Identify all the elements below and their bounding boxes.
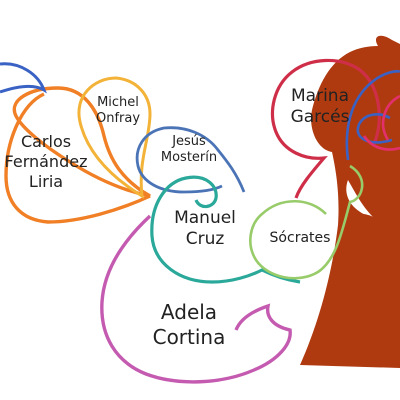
label-socrates: Sócrates <box>262 230 338 248</box>
bubble-manuel <box>150 175 301 284</box>
label-line: Cruz <box>185 229 225 250</box>
label-line: Adela <box>160 300 218 324</box>
tree-leaf <box>352 213 382 225</box>
label-line: Michel <box>97 95 139 110</box>
label-line: Marina <box>291 86 349 106</box>
accent-curve-left <box>0 62 47 94</box>
label-line: Garcés <box>290 107 350 128</box>
bubble-carlos <box>4 86 151 224</box>
label-line: Jesús <box>172 134 206 149</box>
label-carlos-fernandez-liria: Carlos Fernández Liria <box>3 132 89 192</box>
label-line: Cortina <box>152 325 226 349</box>
label-line: Onfray <box>95 111 141 127</box>
tree-trunk <box>300 35 400 369</box>
label-manuel-cruz: Manuel Cruz <box>164 208 246 251</box>
label-line: Manuel <box>174 208 236 228</box>
label-marina-garces: Marina Garcés <box>278 86 362 129</box>
label-line: Liria <box>28 172 64 191</box>
bubble-jesus <box>135 126 246 194</box>
bubble-marina <box>270 58 381 199</box>
label-jesus-mosterin: Jesús Mosterín <box>146 134 232 167</box>
label-line: Mosterín <box>160 150 218 166</box>
label-line: Sócrates <box>269 230 331 246</box>
bubble-adela <box>100 214 292 384</box>
label-michel-onfray: Michel Onfray <box>90 95 146 128</box>
accent-curve-pink <box>362 94 400 151</box>
label-line: Fernández <box>4 152 88 171</box>
bubble-socrates <box>249 164 364 280</box>
label-adela-cortina: Adela Cortina <box>138 300 240 350</box>
bubble-michel <box>77 76 152 199</box>
label-line: Carlos <box>20 132 72 151</box>
accent-curve-blue <box>345 70 400 161</box>
